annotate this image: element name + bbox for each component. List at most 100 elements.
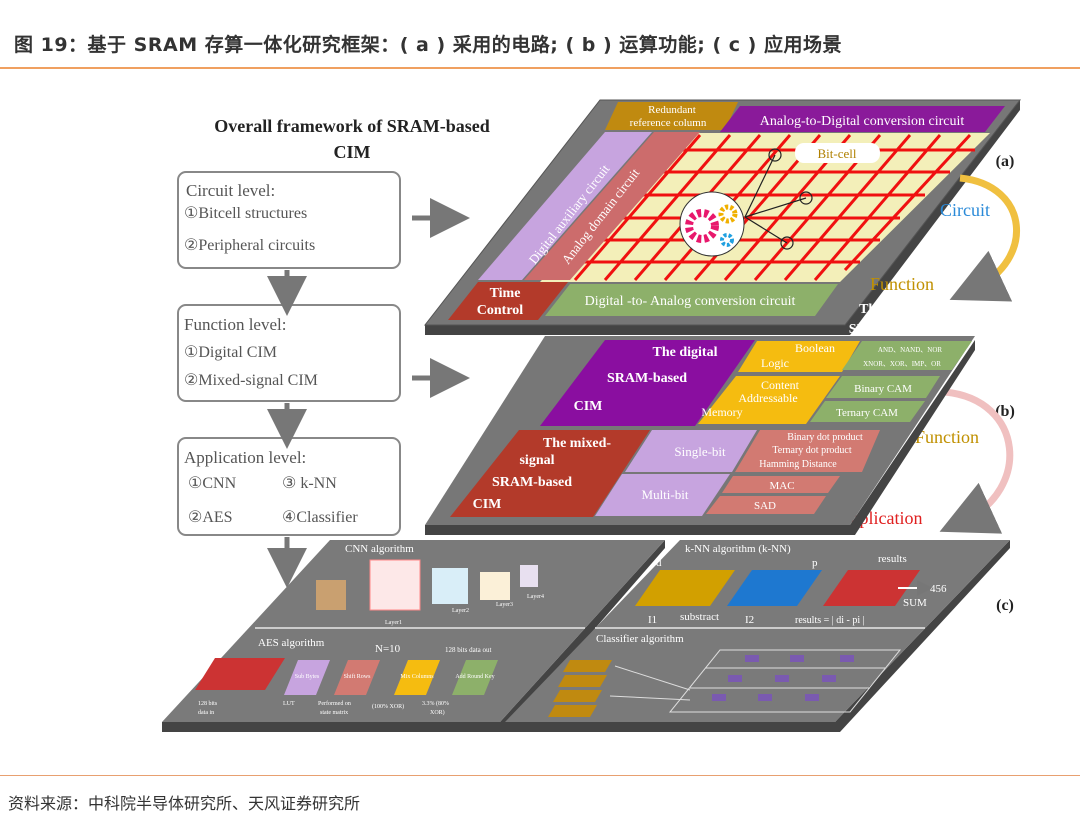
boolean-ops-label: XNOR、XOR、IMP、OR [863,360,941,368]
knn-d: d [656,557,662,569]
mac-block [722,476,840,493]
adc-label: Analog-to-Digital conversion circuit [760,114,965,129]
aes-performed: Performed on [318,700,351,707]
bitcell-callout [795,143,880,163]
time-control-block [448,282,568,320]
mixed-signal-label: The mixed- [543,436,611,451]
digital-cim-label: CIM [574,399,603,414]
cnn-input-image [316,580,346,610]
layer-label: Layer3 [496,602,513,608]
mixed-signal-label: CIM [473,497,502,512]
analog-domain-strip [524,132,700,280]
knn-title: k-NN algorithm (k-NN) [685,543,791,555]
cam-label: Addressable [738,391,797,405]
knn-sum-label: SUM [903,597,927,609]
ternary-cam-block [810,401,925,422]
bitcell-label: Bit-cell [818,146,857,161]
label-a: (a) [996,153,1015,170]
redundant-label-2: reference column [630,117,707,129]
label-c: (c) [996,597,1014,614]
figure-caption: 图 19：基于 SRAM 存算一体化研究框架：( a ) 采用的电路; ( b … [14,34,842,56]
aes-step: Mix Columns [400,674,434,680]
ternary-cam-label: Ternary CAM [836,407,898,419]
dot-product-block [735,430,880,472]
digital-cim-block [540,340,755,426]
caption-rule [0,67,1080,69]
knn-matrix-d [635,570,735,606]
multi-bit-label: Multi-bit [642,487,689,502]
mixed-signal-block [450,430,650,517]
circuit-level-box [177,171,401,269]
cnn-title: CNN algorithm [345,543,414,555]
function-level-head: Function level: [184,315,286,334]
aes-data-in: 128 bits [198,701,218,707]
platform-a-circuit: Redundant reference column Analog-to-Dig… [423,99,1022,335]
aes-lut: LUT [283,701,295,707]
digital-cim-label: The digital [653,345,718,360]
application-item: ③ k-NN [282,475,337,492]
aes-xor-2: 3.3% (80% [422,700,449,707]
knn-sum-value: 456 [930,583,947,595]
source-note: 资料来源：中科院半导体研究所、天风证券研究所 [8,794,361,813]
sad-block [706,496,826,514]
side-annotations: (a) Circuit Function The function of SRA… [838,153,1021,614]
sad-label: SAD [754,500,776,512]
redundant-column [605,102,738,130]
aes-rounds: N=10 [375,643,401,655]
digital-aux-strip [478,132,652,280]
knn-p: p [812,557,818,569]
redundant-label: Redundant [648,104,696,116]
aes-title: AES algorithm [258,637,325,649]
circuit-item: ①Bitcell structures [184,205,307,222]
binary-cam-label: Binary CAM [854,383,912,395]
circuit-label: Circuit [940,200,990,220]
application-item: ④Classifier [282,509,358,526]
binary-dot-label: Binary dot product [787,432,863,443]
mac-label: MAC [769,480,794,492]
boolean-label: Boolean [795,341,835,355]
mixed-signal-label: SRAM-based [492,475,572,490]
platform-c-right: k-NN algorithm (k-NN) d p results 456 SU… [505,540,1010,732]
function-item: ②Mixed-signal CIM [184,372,318,389]
time-control-label: Time [490,286,521,301]
aes-performed: state matrix [320,710,348,716]
boolean-ops-block [842,341,972,370]
cam-label: Memory [701,405,742,419]
aes-step: Add Round Key [455,674,494,680]
function-box-label: The function of [859,302,951,317]
aes-xor: (100% XOR) [372,703,404,710]
classifier-title: Classifier algorithm [596,633,684,645]
adc-bar [720,106,1005,132]
binary-cam-block [826,376,940,398]
knn-matrix-p [727,570,822,606]
digital-cim-label: SRAM-based [607,371,687,386]
boolean-label: Logic [761,356,789,370]
aes-state-matrix [195,658,285,690]
application-item: ①CNN [188,475,237,492]
function-application-arrow-icon [939,388,1014,534]
mixed-signal-label: signal [519,453,554,468]
circuit-level-head: Circuit level: [186,181,275,200]
aes-step: Shift Rows [344,673,372,680]
function-box-label-2: SRAM-based CIM [849,322,961,337]
function-label: Function [870,274,934,294]
boolean-ops-label: AND、NAND、NOR [878,346,942,354]
knn-matrix-results [823,570,920,606]
layer-label: Layer1 [385,620,402,626]
knn-formula: results = | di - pi | [795,615,865,626]
cam-block [698,376,840,424]
left-framework: Overall framework of SRAM-based CIM Circ… [177,116,490,588]
knn-i2: I2 [745,614,754,626]
boolean-logic-block [738,341,860,372]
dac-label: Digital -to- Analog conversion circuit [585,294,796,309]
aes-data-in: data in [198,710,214,716]
time-control-label-2: Control [477,303,524,318]
multi-bit-block [595,474,730,516]
cam-label: Content [761,378,800,392]
platform-c-left: CNN algorithm Layer1 Layer2 Layer3 Layer… [162,540,665,732]
framework-title-2: CIM [334,142,371,162]
circuit-item: ②Peripheral circuits [184,237,315,254]
knn-substract: substract [680,611,719,623]
application-level-head: Application level: [184,448,306,467]
